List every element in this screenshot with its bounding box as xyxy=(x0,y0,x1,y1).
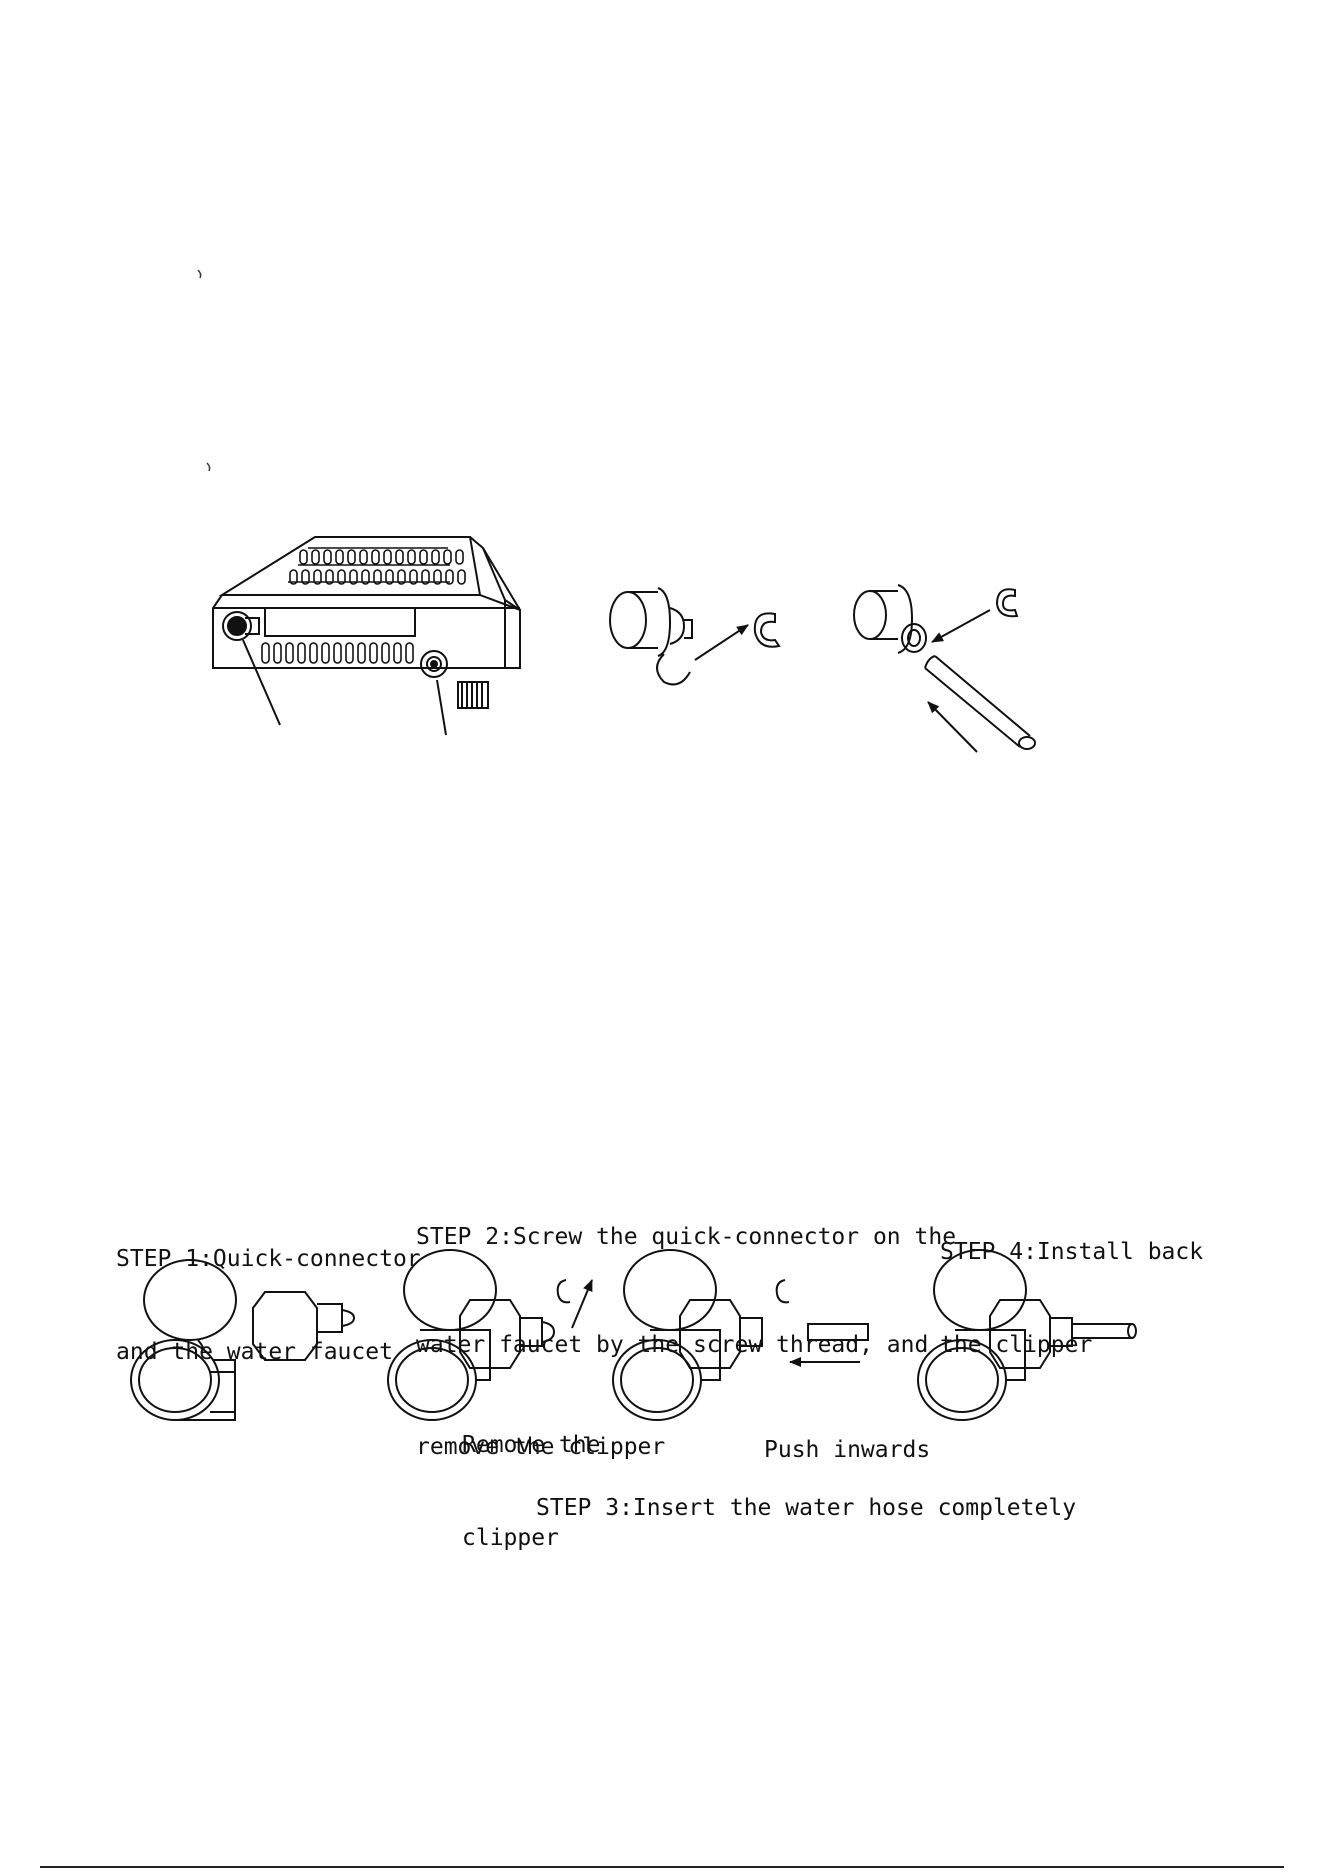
vent-slot xyxy=(445,569,454,585)
vent-slot xyxy=(333,642,342,664)
vent-slot xyxy=(323,549,332,565)
step1-line1: STEP 1:Quick-connector xyxy=(116,1246,421,1272)
vent-slot xyxy=(325,569,334,585)
vent-slot xyxy=(299,549,308,565)
step3-label: STEP 3:Insert the water hose completely xyxy=(536,1431,1076,1586)
vent-slot xyxy=(405,642,414,664)
vent-slot xyxy=(397,569,406,585)
faucet-step2-illustration xyxy=(387,1249,593,1421)
push-callout-text: Push inwards xyxy=(764,1437,931,1463)
vent-slot xyxy=(385,569,394,585)
vent-slot xyxy=(301,569,310,585)
vent-slot xyxy=(431,549,440,565)
vent-slot xyxy=(371,549,380,565)
vent-slot xyxy=(409,569,418,585)
vent-slot xyxy=(421,569,430,585)
remove-clipper-callout: Remove the clipper xyxy=(462,1368,600,1616)
vent-slot xyxy=(297,642,306,664)
faucet-step3-illustration xyxy=(612,1249,869,1421)
vent-slot xyxy=(321,642,330,664)
step2-line3: remove the clipper xyxy=(416,1434,666,1460)
vent-slot xyxy=(357,642,366,664)
step4-label: STEP 4:Install back the clipper xyxy=(940,1175,1203,1423)
vent-slot xyxy=(443,549,452,565)
faucet-step4-illustration xyxy=(917,1249,1137,1421)
vent-slot xyxy=(285,642,294,664)
step1-line2: and the water faucet xyxy=(116,1339,393,1365)
stray-mark xyxy=(206,462,211,472)
step1-label: STEP 1:Quick-connector and the water fau… xyxy=(116,1182,421,1430)
vent-slot xyxy=(419,549,428,565)
vent-slot xyxy=(345,642,354,664)
vent-slot xyxy=(261,642,270,664)
remove-callout-line2: clipper xyxy=(462,1525,559,1551)
vent-slot xyxy=(311,549,320,565)
unit-housing-illustration xyxy=(212,536,521,736)
vent-slot xyxy=(373,569,382,585)
vent-slot xyxy=(395,549,404,565)
vent-slot xyxy=(369,642,378,664)
step2-line2: water faucet by the screw thread, and xyxy=(416,1332,929,1358)
vent-slot xyxy=(349,569,358,585)
vent-slot xyxy=(289,569,298,585)
vent-slot xyxy=(359,549,368,565)
push-inwards-callout: Push inwards xyxy=(764,1373,930,1528)
vent-slot xyxy=(313,569,322,585)
step4-line2: the clipper xyxy=(940,1332,1093,1358)
vent-slot xyxy=(381,642,390,664)
footer-rule xyxy=(40,1866,1284,1868)
remove-callout-line1: Remove the xyxy=(462,1432,601,1458)
step3-text: STEP 3:Insert the water hose completely xyxy=(536,1495,1077,1521)
vent-slot xyxy=(433,569,442,585)
vent-slot xyxy=(361,569,370,585)
vent-slot xyxy=(309,642,318,664)
connector-hose-illustration xyxy=(853,584,1036,753)
stray-mark xyxy=(197,269,202,279)
vent-slot xyxy=(347,549,356,565)
step2-line1: STEP 2:Screw the quick-connector on the xyxy=(416,1224,957,1250)
connector-clip-illustration xyxy=(609,587,781,686)
step2-label: STEP 2:Screw the quick-connector on the … xyxy=(416,1147,956,1537)
vent-slot xyxy=(407,549,416,565)
vent-slot xyxy=(383,549,392,565)
vent-slot xyxy=(455,549,464,565)
vent-slot xyxy=(335,549,344,565)
faucet-step1-illustration xyxy=(130,1259,356,1421)
vent-slot xyxy=(393,642,402,664)
step4-line1: STEP 4:Install back xyxy=(940,1239,1204,1265)
vent-slot xyxy=(337,569,346,585)
vent-slot xyxy=(273,642,282,664)
vent-slot xyxy=(457,569,466,585)
